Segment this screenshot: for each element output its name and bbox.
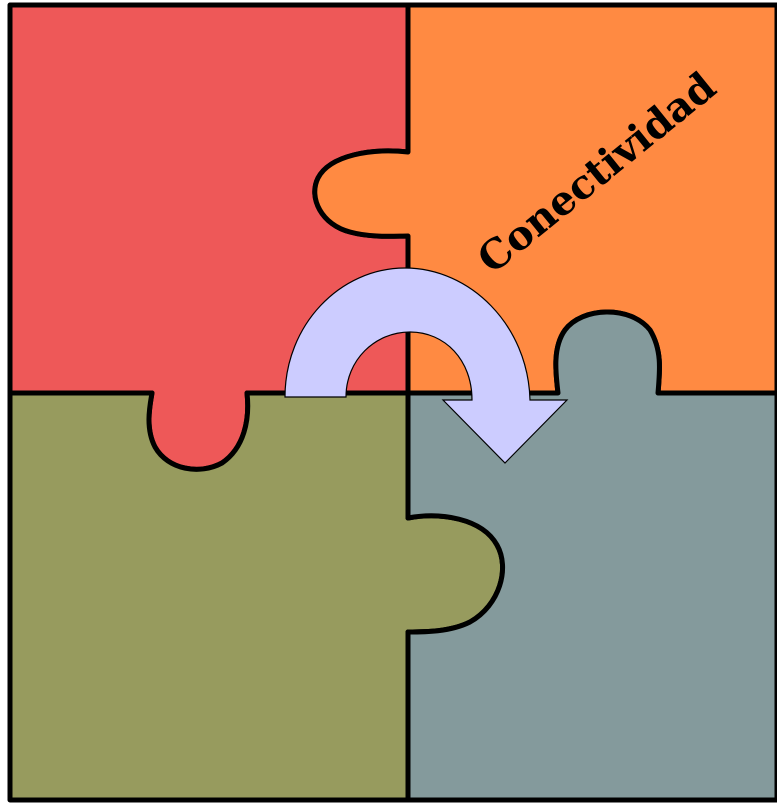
- puzzle-diagram: Conectividad: [0, 0, 777, 806]
